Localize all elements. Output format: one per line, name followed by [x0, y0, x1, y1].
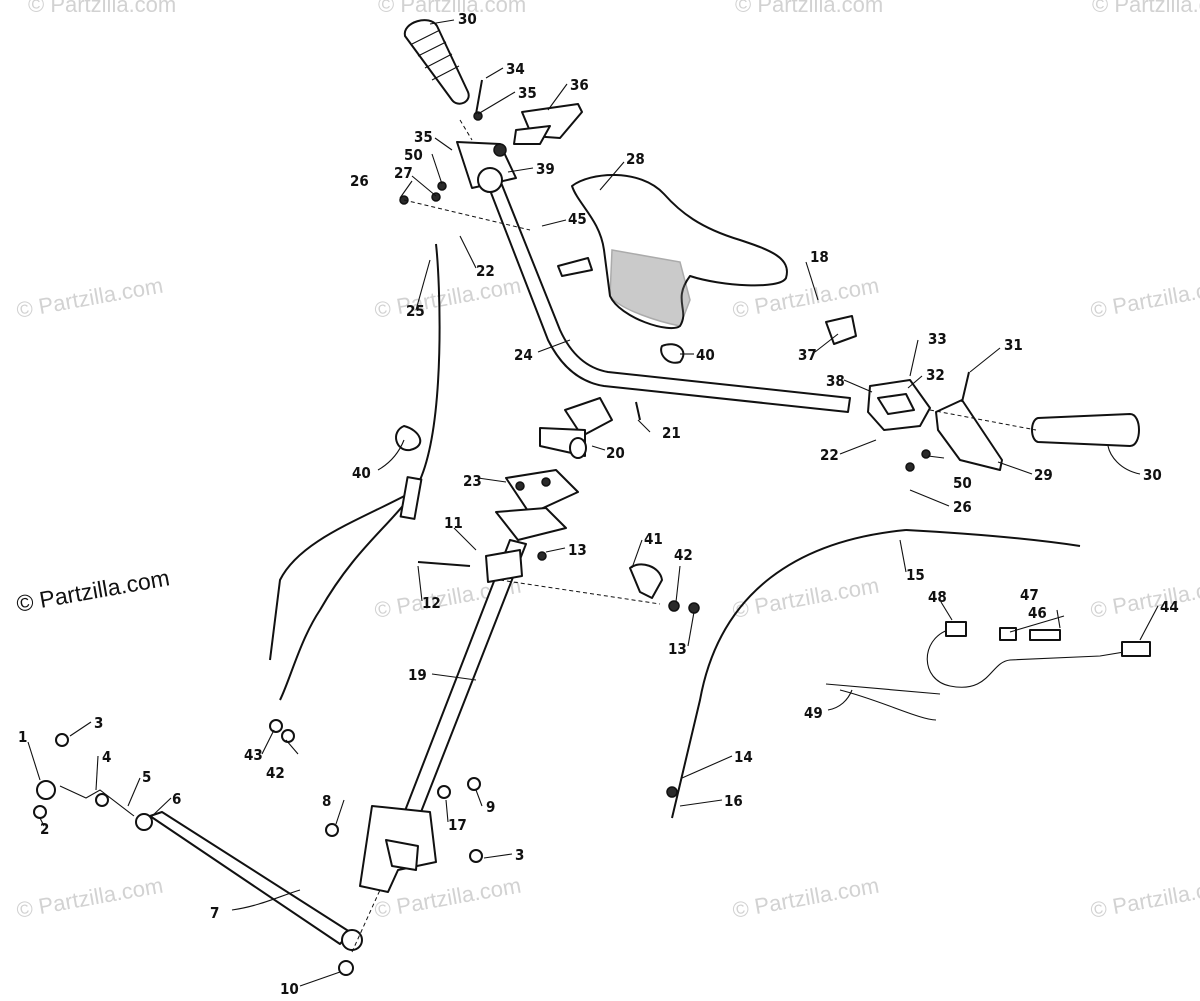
callout-6: 6: [172, 790, 181, 808]
callout-13: 13: [668, 640, 687, 658]
column-support: [359, 805, 437, 893]
right-grip: [1031, 413, 1140, 447]
callout-4: 4: [102, 748, 111, 766]
callout-3: 3: [94, 714, 103, 732]
callout-20: 20: [606, 444, 625, 462]
watermark-tile: © Partzilla.com: [1089, 873, 1200, 923]
callout-42: 42: [674, 546, 693, 564]
callout-11: 11: [444, 514, 463, 532]
hand-pad: [571, 173, 788, 330]
callout-48: 48: [928, 588, 947, 606]
callout-1: 1: [18, 728, 27, 746]
callout-46: 46: [1028, 604, 1047, 622]
callout-39: 39: [536, 160, 555, 178]
callout-numbers: 1 2 3 3 4 5 6 7 8 9 10 11 12 13 13 14 15…: [18, 10, 1179, 998]
watermark-tile: © Partzilla.com: [28, 0, 176, 17]
callout-22: 22: [476, 262, 495, 280]
callout-30: 30: [458, 10, 477, 28]
callout-26: 26: [350, 172, 369, 190]
callout-50: 50: [404, 146, 423, 164]
callout-25: 25: [406, 302, 425, 320]
callout-21: 21: [662, 424, 681, 442]
callout-41: 41: [644, 530, 663, 548]
callout-34: 34: [506, 60, 525, 78]
watermark-tile: © Partzilla.com: [15, 273, 165, 323]
callout-8: 8: [322, 792, 331, 810]
callout-9: 9: [486, 798, 495, 816]
callout-26: 26: [953, 498, 972, 516]
hardware: [33, 79, 1151, 976]
leader-lines: [27, 19, 1159, 987]
callout-44: 44: [1160, 598, 1179, 616]
right-switch-housing: [825, 315, 931, 431]
watermark-tile: © Partzilla.com: [1092, 0, 1200, 17]
callout-40: 40: [352, 464, 371, 482]
callout-22: 22: [820, 446, 839, 464]
callout-35: 35: [414, 128, 433, 146]
callout-43: 43: [244, 746, 263, 764]
callout-19: 19: [408, 666, 427, 684]
wiring-harness: [825, 629, 1149, 721]
callout-35: 35: [518, 84, 537, 102]
steering-clamp: [539, 397, 613, 459]
throttle-lever: [513, 103, 583, 145]
watermark-tile: © Partzilla.com: [731, 573, 881, 623]
partzilla-watermark: © Partzilla.com: [14, 564, 171, 617]
callout-45: 45: [568, 210, 587, 228]
callout-17: 17: [448, 816, 467, 834]
tie-rod: [36, 780, 363, 951]
callout-32: 32: [926, 366, 945, 384]
callout-15: 15: [906, 566, 925, 584]
callout-18: 18: [810, 248, 829, 266]
watermark-tile: © Partzilla.com: [735, 0, 883, 17]
brake-lever: [935, 399, 1003, 471]
brake-cable: [269, 243, 441, 701]
callout-42: 42: [266, 764, 285, 782]
watermark-tile: © Partzilla.com: [373, 873, 523, 923]
callout-5: 5: [142, 768, 151, 786]
steering-column: [395, 539, 527, 841]
callout-2: 2: [40, 820, 49, 838]
throttle-cable: [671, 529, 1081, 819]
callout-28: 28: [626, 150, 645, 168]
watermark-tile: © Partzilla.com: [1089, 573, 1200, 623]
watermark-tile: © Partzilla.com: [373, 273, 523, 323]
left-grip: [403, 19, 470, 105]
watermark-tile: © Partzilla.com: [1089, 273, 1200, 323]
callout-38: 38: [826, 372, 845, 390]
callout-13: 13: [568, 541, 587, 559]
callout-3: 3: [515, 846, 524, 864]
riser-block: [495, 469, 579, 541]
watermark-tile: © Partzilla.com: [378, 0, 526, 17]
callout-30: 30: [1143, 466, 1162, 484]
watermark-tile: © Partzilla.com: [15, 873, 165, 923]
callout-37: 37: [798, 346, 817, 364]
callout-50: 50: [953, 474, 972, 492]
callout-12: 12: [422, 594, 441, 612]
callout-31: 31: [1004, 336, 1023, 354]
callout-36: 36: [570, 76, 589, 94]
callout-16: 16: [724, 792, 743, 810]
callout-27: 27: [394, 164, 413, 182]
assembly-lines: [351, 119, 1037, 953]
callout-29: 29: [1034, 466, 1053, 484]
throttle-block: [456, 141, 517, 193]
callout-49: 49: [804, 704, 823, 722]
callout-33: 33: [928, 330, 947, 348]
callout-7: 7: [210, 904, 219, 922]
callout-47: 47: [1020, 586, 1039, 604]
callout-14: 14: [734, 748, 753, 766]
watermark-tile: © Partzilla.com: [731, 873, 881, 923]
callout-10: 10: [280, 980, 299, 998]
callout-23: 23: [463, 472, 482, 490]
callout-24: 24: [514, 346, 533, 364]
callout-40: 40: [696, 346, 715, 364]
